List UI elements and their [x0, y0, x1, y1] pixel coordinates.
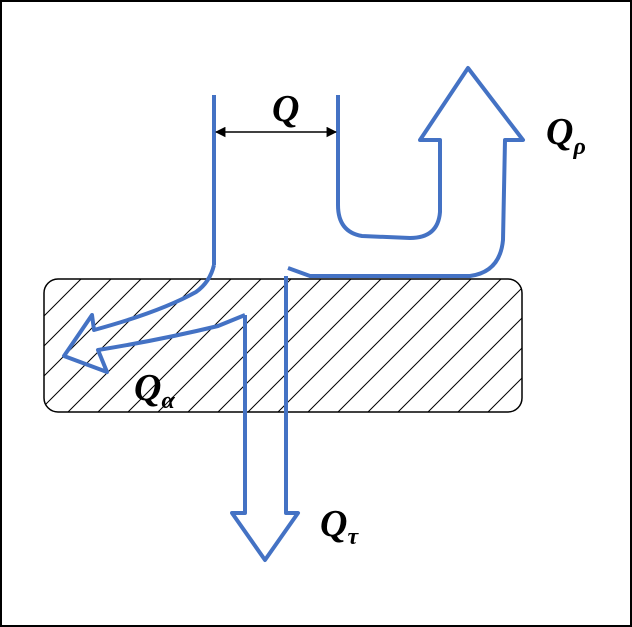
material-body [43, 278, 523, 413]
transmitted-label: Qτ [320, 503, 359, 550]
incident-label: Q [272, 88, 299, 130]
reflected-label: Qρ [546, 111, 586, 160]
reflected-flow-arrow [287, 66, 525, 278]
absorbed-flow-arrow [62, 264, 246, 374]
transmitted-flow-arrow [230, 276, 300, 562]
absorbed-label: Qα [134, 367, 175, 414]
